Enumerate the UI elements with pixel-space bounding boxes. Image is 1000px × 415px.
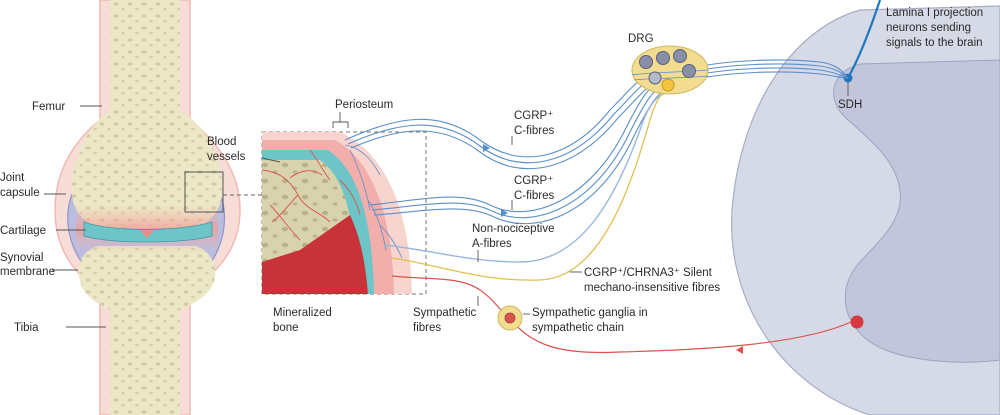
label-silent-fibres-1: CGRP⁺/CHRNA3⁺ Silent — [584, 267, 713, 279]
label-synovial-2: membrane — [0, 266, 55, 278]
spinal-cord — [731, 0, 1000, 415]
label-mineralized-1: Mineralized — [273, 307, 332, 319]
label-joint-capsule-2: capsule — [0, 187, 40, 199]
label-cgrp-c-fibres-1a: CGRP⁺ — [514, 110, 553, 122]
label-femur: Femur — [32, 101, 65, 113]
sympathetic-ganglion — [497, 305, 530, 331]
label-sympathetic-fibres-1: Sympathetic — [413, 307, 477, 319]
label-lamina-1: Lamina I projection — [886, 7, 983, 19]
label-periosteum: Periosteum — [335, 99, 393, 111]
knee-joint — [54, 0, 262, 415]
label-lamina-3: signals to the brain — [886, 37, 983, 49]
label-cgrp-c-fibres-2a: CGRP⁺ — [514, 175, 553, 187]
label-lamina-2: neurons sending — [886, 22, 971, 34]
label-non-nociceptive-2: A-fibres — [472, 238, 512, 250]
blood-vessel-branches — [261, 149, 361, 241]
bone-cross-section — [261, 112, 427, 295]
label-mineralized-2: bone — [273, 322, 299, 334]
label-sympathetic-ganglia-1: Sympathetic ganglia in — [532, 307, 648, 319]
drg-central-branch — [689, 59, 849, 81]
nerve-fibre-bundles — [344, 59, 852, 354]
label-silent-fibres-2: mechano-insensitive fibres — [584, 282, 720, 294]
label-sdh: SDH — [838, 99, 862, 111]
label-cgrp-c-fibres-2b: C-fibres — [514, 190, 555, 202]
label-cgrp-c-fibres-1b: C-fibres — [514, 125, 555, 137]
drg-ganglion — [631, 45, 709, 95]
fibre-leader-lines — [477, 136, 582, 306]
spinal-cord-grey-matter — [833, 59, 1000, 363]
cgrp-c-fibres-upper — [344, 69, 665, 170]
silent-fibre — [391, 87, 673, 281]
label-non-nociceptive-1: Non-nociceptive — [472, 223, 554, 235]
label-sympathetic-fibres-2: fibres — [413, 322, 441, 334]
sympathetic-preganglionic-neuron — [850, 315, 864, 329]
magnify-box — [184, 171, 224, 213]
label-tibia: Tibia — [14, 322, 39, 334]
cgrp-c-fibres-lower — [369, 79, 671, 225]
label-joint-capsule-1: Joint — [0, 172, 25, 184]
label-sympathetic-ganglia-2: sympathetic chain — [532, 322, 624, 334]
label-drg: DRG — [628, 33, 654, 45]
bone-marrow — [262, 215, 368, 294]
label-cartilage: Cartilage — [0, 225, 46, 237]
left-leader-lines — [44, 105, 106, 328]
non-nociceptive-a-fibre — [384, 91, 673, 263]
label-blood-vessels-1: Blood — [207, 136, 236, 148]
label-synovial-1: Synovial — [0, 252, 43, 264]
label-blood-vessels-2: vessels — [207, 151, 246, 163]
sympathetic-fibre — [391, 275, 852, 354]
